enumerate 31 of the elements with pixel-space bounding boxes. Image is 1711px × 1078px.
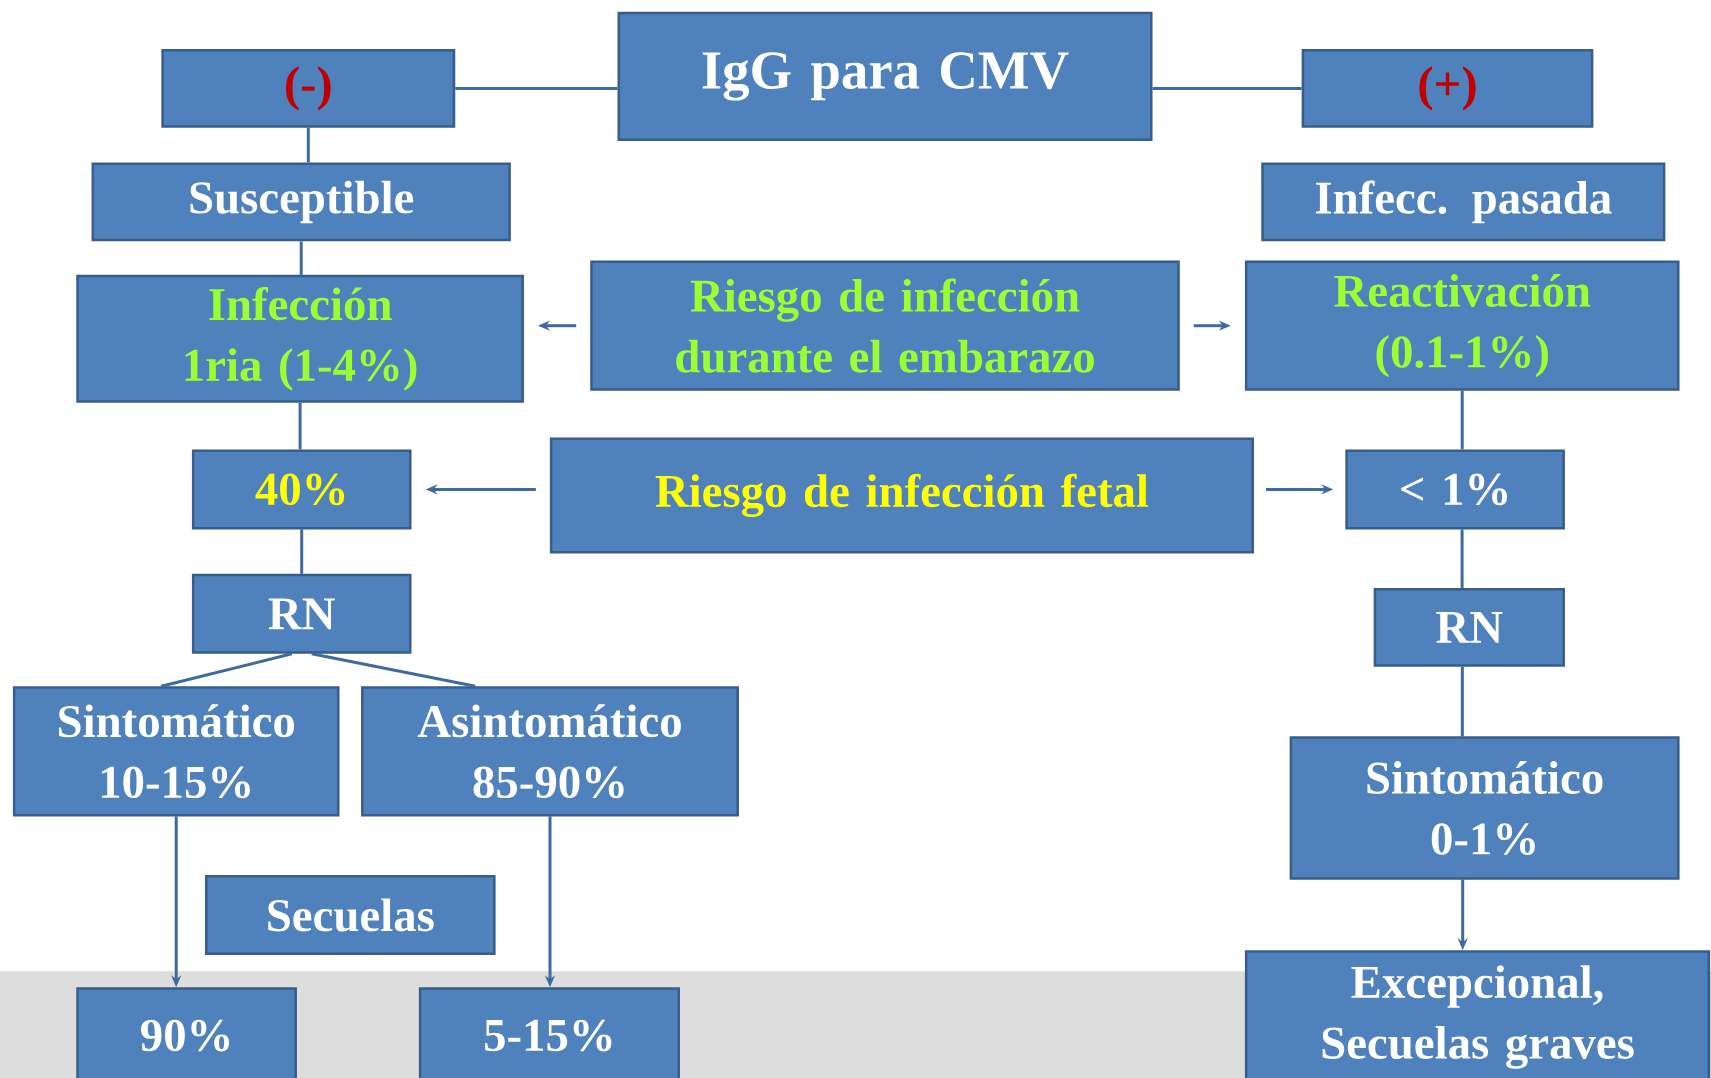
- connector-line: [1460, 390, 1464, 450]
- flowchart-box: 5-15%: [418, 987, 680, 1078]
- connector-line: [299, 241, 303, 275]
- flowchart-box: Riesgo de infección fetal: [549, 437, 1254, 554]
- flowchart-box: RN: [191, 573, 412, 654]
- flowchart-box: (-): [161, 48, 456, 128]
- flowchart-box: Susceptible: [91, 162, 511, 242]
- flowchart-box: Sintomático 10-15%: [12, 686, 340, 817]
- flowchart-box: Excepcional, Secuelas graves: [1244, 950, 1711, 1078]
- connector-line: [298, 402, 302, 450]
- connector-line: [160, 652, 293, 688]
- flowchart-box: Infección 1ria (1-4%): [76, 274, 524, 403]
- connector-line: [1460, 529, 1464, 588]
- flowchart-box: Infecc. pasada: [1261, 162, 1666, 242]
- flowchart-box: Riesgo de infección durante el embarazo: [590, 260, 1180, 391]
- connector-line: [455, 86, 618, 90]
- flowchart-box: Asintomático 85-90%: [361, 686, 739, 817]
- flowchart-box: Secuelas: [205, 875, 496, 955]
- connector-line: [311, 652, 476, 688]
- connector-line: [306, 127, 310, 163]
- flowchart-box: IgG para CMV: [617, 11, 1153, 141]
- flowchart-box: Sintomático 0-1%: [1289, 736, 1680, 880]
- connector-line: [1460, 666, 1464, 737]
- flowchart-box: < 1%: [1345, 449, 1565, 530]
- flowchart-box: (+): [1301, 48, 1594, 128]
- flowchart-box: RN: [1373, 587, 1565, 667]
- flowchart-box: Reactivación (0.1-1%): [1244, 260, 1680, 391]
- flowchart-box: 90%: [76, 987, 297, 1078]
- connector-line: [1152, 86, 1302, 90]
- connector-line: [300, 529, 304, 574]
- flowchart-box: 40%: [191, 449, 412, 530]
